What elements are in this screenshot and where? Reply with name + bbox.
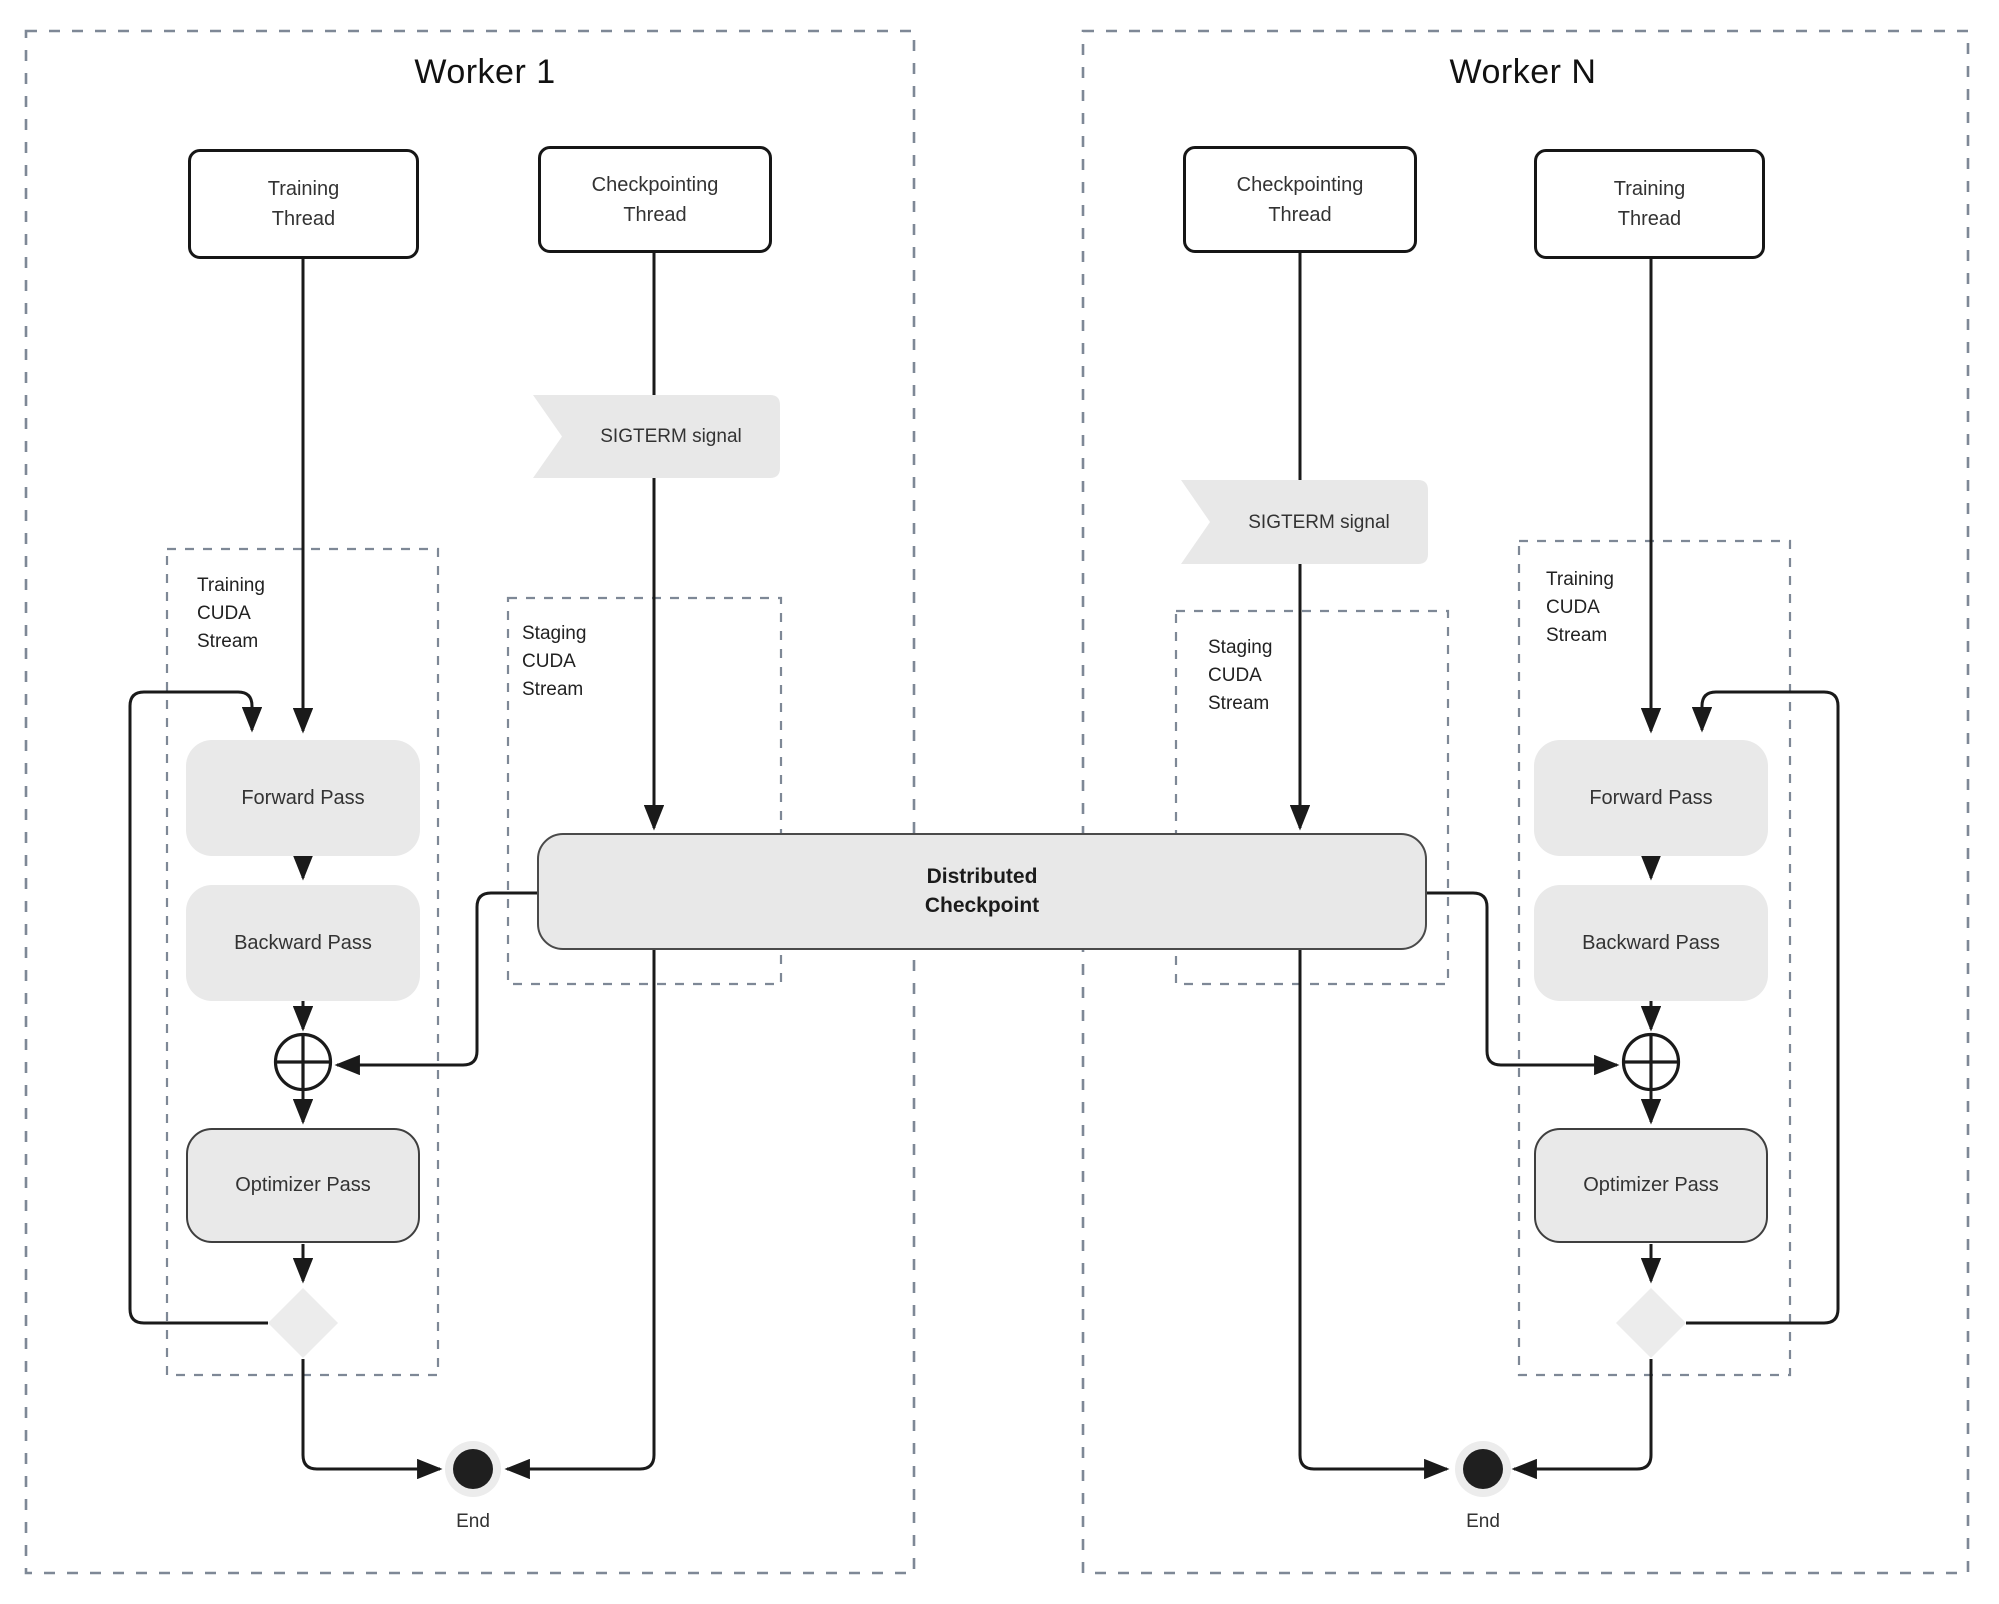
arrow-loop-back-to-forward	[1686, 690, 1840, 1325]
worker-n-xor-gateway-icon	[1621, 1032, 1681, 1092]
stream-label-line: Training	[197, 575, 265, 596]
worker-n-forward-pass-node: Forward Pass	[1534, 740, 1768, 856]
worker-n-training-thread-node: Training Thread	[1534, 149, 1765, 259]
worker-n-end-label: End	[1466, 1511, 1500, 1532]
worker-n-title: Worker N	[1449, 53, 1597, 91]
node-label-line: Thread	[623, 203, 687, 226]
stream-label-line: Training	[1546, 569, 1614, 590]
worker-n-staging-cuda-stream-box	[1174, 609, 1450, 986]
worker-1-sigterm-label: SIGTERM signal	[600, 426, 742, 447]
worker-1-forward-pass-node: Forward Pass	[186, 740, 420, 856]
stream-label-line: Stream	[522, 679, 584, 700]
worker-n-training-cuda-stream-box	[1517, 539, 1792, 1377]
worker-1-staging-cuda-stream-label: Staging CUDA Stream	[522, 620, 586, 704]
arrow-checkpoint-line-to-end	[504, 950, 656, 1480]
worker-1-sigterm-flag	[533, 395, 780, 478]
stream-label-line: CUDA	[1208, 665, 1262, 686]
node-label-line: Training	[1613, 178, 1686, 200]
worker-1-group	[24, 29, 916, 1575]
stream-label-line: CUDA	[197, 603, 251, 624]
worker-1-xor-gateway-icon	[273, 1032, 333, 1092]
stream-label-line: Stream	[1546, 625, 1608, 646]
checkpoint-label-line: Checkpoint	[924, 893, 1040, 917]
worker-1-training-cuda-stream-label: Training CUDA Stream	[197, 572, 265, 656]
worker-n-decision-diamond-icon	[1616, 1288, 1686, 1358]
worker-n-group	[1081, 29, 1970, 1575]
stream-label-line: Staging	[522, 623, 587, 644]
arrow-diamond-to-end	[301, 1359, 443, 1480]
node-label-line: Thread	[271, 208, 336, 230]
node-label-line: Thread	[1268, 203, 1332, 226]
arrow-distributed-to-xor	[1427, 891, 1620, 1076]
worker-1-end-label: End	[456, 1511, 490, 1532]
stream-label-line: CUDA	[522, 651, 576, 672]
worker-n-optimizer-pass-node: Optimizer Pass	[1534, 1128, 1768, 1243]
worker-n-staging-cuda-stream-label: Staging CUDA Stream	[1208, 634, 1272, 718]
node-label-line: Checkpointing	[591, 173, 719, 196]
node-label-line: Checkpointing	[1236, 173, 1364, 196]
worker-n-backward-pass-node: Backward Pass	[1534, 885, 1768, 1001]
worker-1-staging-cuda-stream-box	[506, 596, 783, 986]
arrow-loop-back-to-forward	[128, 690, 268, 1325]
worker-1-training-thread-node: Training Thread	[188, 149, 419, 259]
worker-n-end-node-icon	[1455, 1441, 1511, 1497]
arrow-distributed-to-xor	[334, 891, 537, 1076]
worker-n-sigterm-label: SIGTERM signal	[1248, 512, 1390, 533]
worker-n-sigterm-flag	[1181, 480, 1428, 564]
arrow-diamond-to-end	[1511, 1359, 1653, 1480]
checkpoint-label-line: Distributed	[926, 864, 1038, 888]
node-label-line: Training	[267, 178, 340, 200]
worker-1-title: Worker 1	[414, 53, 556, 91]
stream-label-line: Stream	[197, 631, 259, 652]
stream-label-line: CUDA	[1546, 597, 1600, 618]
arrow-checkpoint-line-to-end	[1298, 950, 1450, 1480]
node-label-line: Thread	[1617, 208, 1682, 230]
stream-label-line: Staging	[1208, 637, 1273, 658]
stream-label-line: Stream	[1208, 693, 1270, 714]
worker-1-end-node-icon	[445, 1441, 501, 1497]
distributed-checkpoint-node: Distributed Checkpoint	[537, 833, 1427, 950]
worker-1-checkpointing-thread-node: Checkpointing Thread	[538, 146, 772, 253]
worker-1-backward-pass-node: Backward Pass	[186, 885, 420, 1001]
worker-1-optimizer-pass-node: Optimizer Pass	[186, 1128, 420, 1243]
worker-n-checkpointing-thread-node: Checkpointing Thread	[1183, 146, 1417, 253]
worker-n-training-cuda-stream-label: Training CUDA Stream	[1546, 566, 1614, 650]
worker-1-flow-arrows	[128, 253, 665, 1480]
worker-1-decision-diamond-icon	[268, 1288, 338, 1358]
